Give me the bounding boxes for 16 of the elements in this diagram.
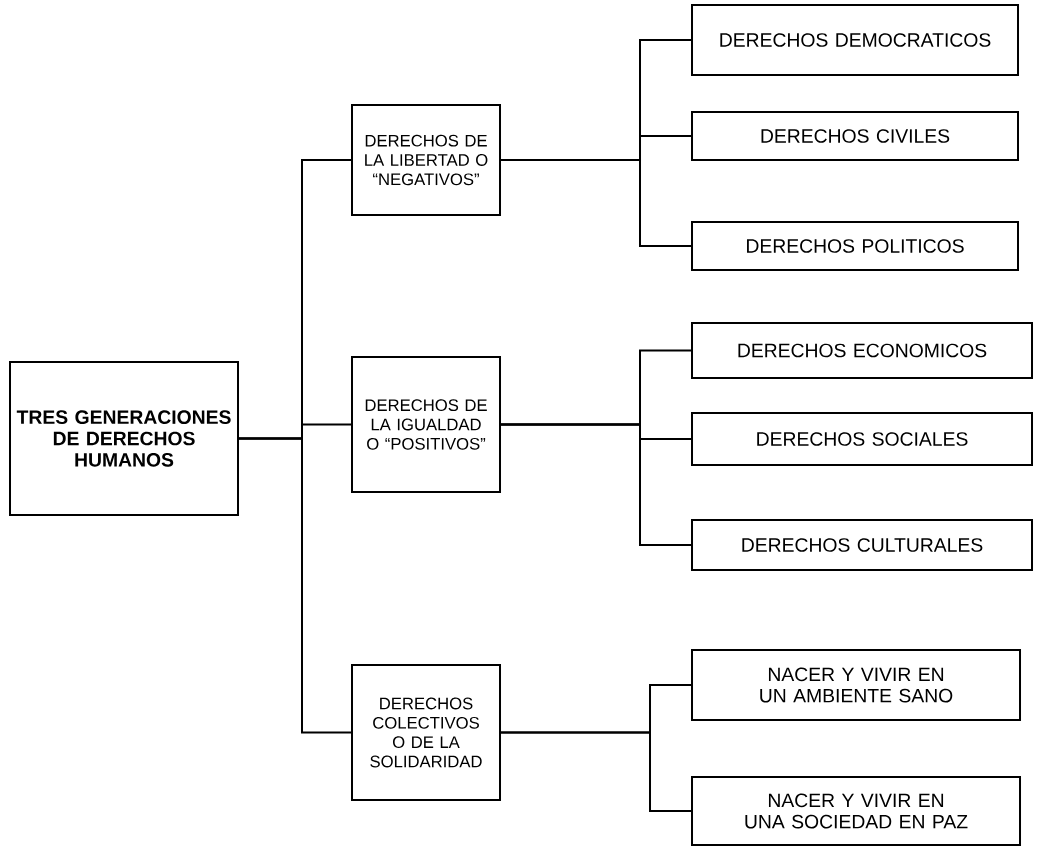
right-box: NACER Y VIVIR EN UNA SOCIEDAD EN PAZ — [691, 776, 1021, 846]
right-box: DERECHOS CIVILES — [691, 111, 1019, 161]
connector-line — [500, 423, 692, 546]
right-box: DERECHOS POLITICOS — [691, 221, 1019, 271]
category-box: DERECHOS COLECTIVOS O DE LA SOLIDARIDAD — [351, 664, 501, 801]
title-box: TRES GENERACIONES DE DERECHOS HUMANOS — [9, 361, 239, 516]
right-box: DERECHOS ECONOMICOS — [691, 322, 1033, 379]
connector-line — [500, 731, 692, 812]
right-box: NACER Y VIVIR EN UN AMBIENTE SANO — [691, 649, 1021, 721]
connector-line — [238, 437, 352, 734]
right-box: DERECHOS DEMOCRATICOS — [691, 4, 1019, 76]
right-box: DERECHOS SOCIALES — [691, 412, 1033, 466]
category-box: DERECHOS DE LA LIBERTAD O “NEGATIVOS” — [351, 104, 501, 216]
category-box: DERECHOS DE LA IGUALDAD O “POSITIVOS” — [351, 356, 501, 493]
connector-line — [500, 159, 692, 247]
right-box: DERECHOS CULTURALES — [691, 519, 1033, 571]
